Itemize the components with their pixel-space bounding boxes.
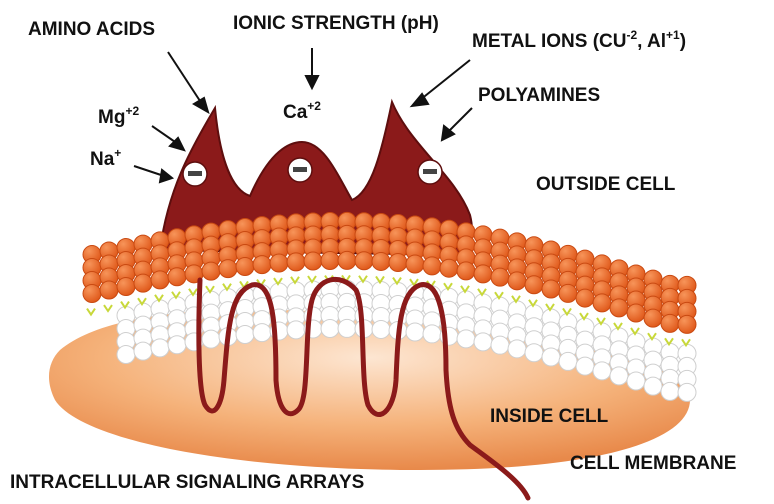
label-ca-ion: Ca+2	[283, 103, 321, 122]
phospholipid-head	[661, 314, 679, 332]
phospholipid-head	[117, 346, 135, 364]
phospholipid-head	[253, 324, 271, 342]
lipid-tail	[87, 309, 95, 315]
phospholipid-head	[491, 268, 509, 286]
phospholipid-head	[525, 344, 543, 362]
phospholipid-head	[627, 372, 645, 390]
phospholipid-head	[270, 254, 288, 272]
negative-charge-1	[183, 162, 207, 186]
na-arrow	[134, 166, 172, 182]
phospholipid-head	[559, 352, 577, 370]
phospholipid-head	[389, 254, 407, 272]
phospholipid-head	[423, 257, 441, 275]
phospholipid-head	[338, 251, 356, 269]
mg-arrow	[152, 126, 184, 150]
phospholipid-head	[151, 339, 169, 357]
phospholipid-head	[457, 262, 475, 280]
label-mg-ion: Mg+2	[98, 108, 139, 127]
phospholipid-head	[440, 259, 458, 277]
phospholipid-head	[576, 289, 594, 307]
label-ionic-strength: IONIC STRENGTH (pH)	[233, 14, 439, 33]
phospholipid-head	[321, 320, 339, 338]
phospholipid-head	[593, 362, 611, 380]
label-intracellular-signaling: INTRACELLULAR SIGNALING ARRAYS	[10, 473, 364, 492]
phospholipid-head	[168, 268, 186, 286]
phospholipid-head	[678, 315, 696, 333]
lipid-tail	[104, 305, 112, 311]
phospholipid-head	[202, 262, 220, 280]
phospholipid-head	[168, 336, 186, 354]
phospholipid-head	[151, 271, 169, 289]
phospholipid-head	[321, 252, 339, 270]
metal-ions-arrow	[412, 60, 470, 106]
phospholipid-head	[372, 320, 390, 338]
phospholipid-head	[83, 285, 101, 303]
phospholipid-head	[287, 253, 305, 271]
phospholipid-head	[236, 325, 254, 343]
phospholipid-head	[542, 348, 560, 366]
phospholipid-head	[610, 367, 628, 385]
polyamines-arrow	[442, 108, 472, 140]
phospholipid-head	[576, 357, 594, 375]
phospholipid-head	[236, 257, 254, 275]
phospholipid-head	[525, 276, 543, 294]
phospholipid-head	[355, 252, 373, 270]
label-metal-ions: METAL IONS (CU-2, Al+1)	[472, 32, 686, 51]
phospholipid-head	[474, 333, 492, 351]
phospholipid-head	[627, 304, 645, 322]
phospholipid-head	[423, 325, 441, 343]
label-cell-membrane: CELL MEMBRANE	[570, 454, 736, 473]
phospholipid-head	[491, 336, 509, 354]
amino-acids-arrow	[168, 52, 208, 112]
phospholipid-head	[134, 274, 152, 292]
phospholipid-head	[338, 319, 356, 337]
phospholipid-head	[593, 294, 611, 312]
label-na-ion: Na+	[90, 150, 121, 169]
phospholipid-head	[644, 309, 662, 327]
negative-charge-2	[288, 158, 312, 182]
phospholipid-head	[117, 278, 135, 296]
phospholipid-head	[678, 383, 696, 401]
phospholipid-head	[202, 330, 220, 348]
phospholipid-head	[644, 377, 662, 395]
label-outside-cell: OUTSIDE CELL	[536, 175, 675, 194]
phospholipid-head	[100, 281, 118, 299]
negative-charge-3	[418, 160, 442, 184]
phospholipid-head	[508, 340, 526, 358]
label-polyamines: POLYAMINES	[478, 86, 600, 105]
phospholipid-head	[406, 255, 424, 273]
phospholipid-head	[559, 284, 577, 302]
phospholipid-head	[457, 330, 475, 348]
phospholipid-head	[474, 265, 492, 283]
phospholipid-head	[508, 272, 526, 290]
phospholipid-head	[134, 342, 152, 360]
phospholipid-head	[287, 321, 305, 339]
phospholipid-head	[372, 252, 390, 270]
ionic-strength-arrow	[306, 48, 318, 88]
phospholipid-head	[406, 323, 424, 341]
phospholipid-head	[304, 252, 322, 270]
label-inside-cell: INSIDE CELL	[490, 407, 608, 426]
phospholipid-head	[542, 280, 560, 298]
phospholipid-head	[661, 382, 679, 400]
phospholipid-head	[253, 256, 271, 274]
phospholipid-head	[219, 260, 237, 278]
label-amino-acids: AMINO ACIDS	[28, 20, 155, 39]
phospholipid-head	[610, 299, 628, 317]
